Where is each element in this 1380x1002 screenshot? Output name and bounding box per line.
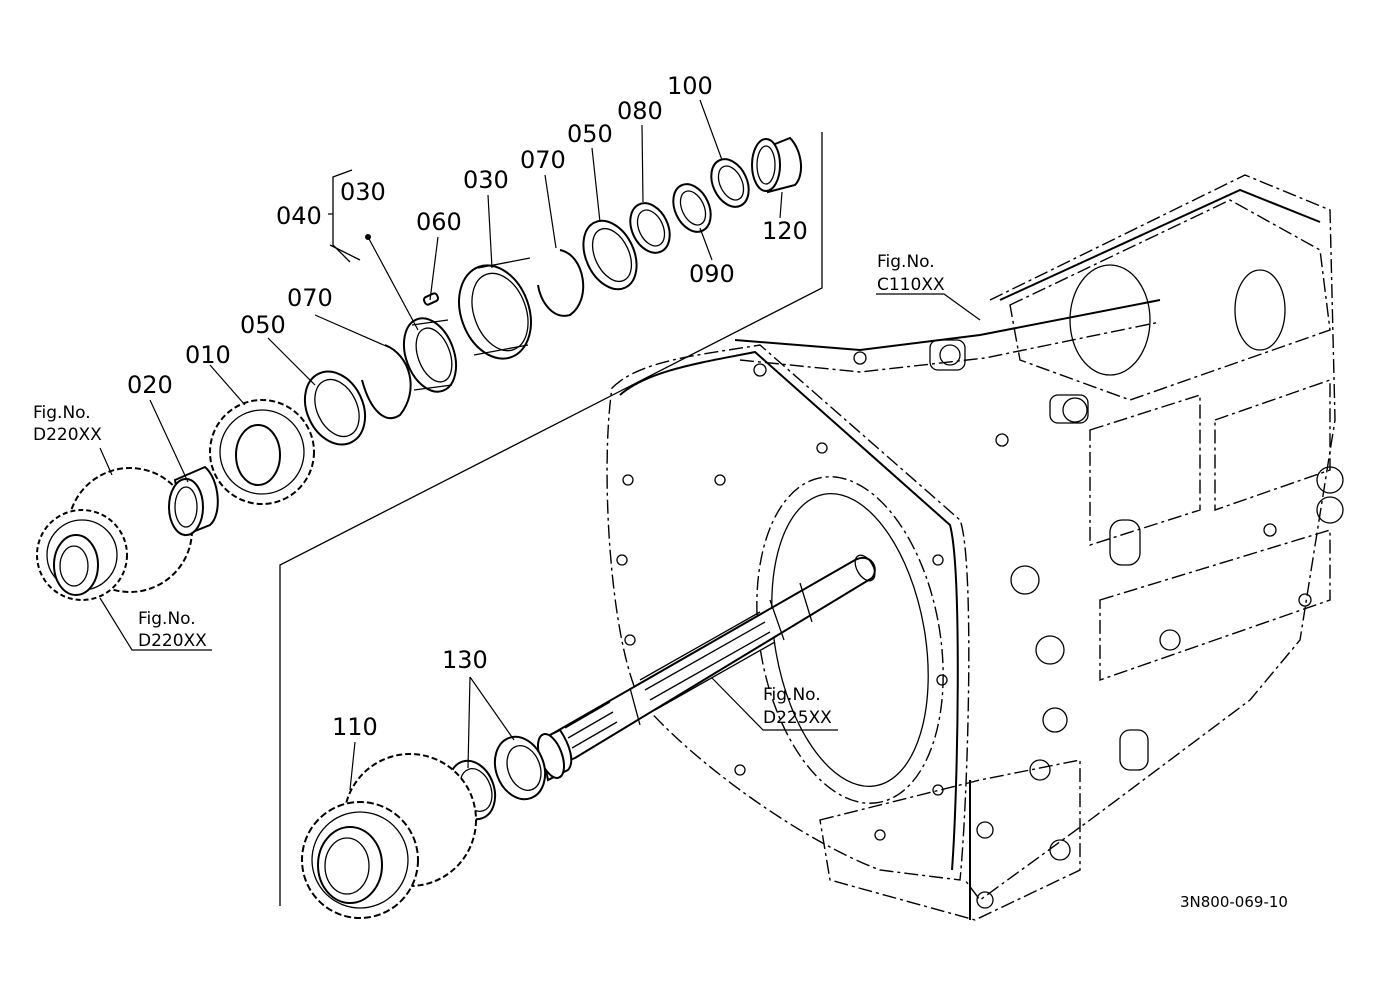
key-060 — [422, 292, 440, 306]
label-010: 010 — [185, 341, 231, 369]
fig-ref-shaft-line1: Fig.No. — [763, 685, 821, 705]
label-070-right: 070 — [520, 146, 566, 174]
ring-050-right — [582, 219, 638, 291]
label-100: 100 — [667, 72, 713, 100]
fig-ref-left-bottom-line1: Fig.No. — [138, 609, 196, 629]
washer-090 — [672, 183, 712, 233]
needle-bearing-020 — [168, 465, 219, 537]
label-090: 090 — [689, 260, 735, 288]
synchro-sleeve-030 — [458, 257, 532, 360]
label-070-left: 070 — [287, 284, 333, 312]
label-130: 130 — [442, 646, 488, 674]
fig-ref-housing-line1: Fig.No. — [877, 252, 935, 272]
label-030-upper: 030 — [340, 178, 386, 206]
synchro-hub-030 — [402, 317, 458, 393]
fig-ref-left-top-line2: D220XX — [33, 425, 102, 445]
drawing-code: 3N800-069-10 — [1180, 893, 1288, 911]
cluster-gear-110 — [301, 753, 477, 919]
reference-gear-assembly — [36, 467, 193, 601]
figure-reference-labels: Fig.No. D220XX Fig.No. D220XX Fig.No. C1… — [33, 252, 945, 728]
label-060: 060 — [416, 208, 462, 236]
leader-lines — [99, 99, 981, 791]
label-040: 040 — [276, 202, 322, 230]
label-110: 110 — [332, 713, 378, 741]
label-050-right: 050 — [567, 120, 613, 148]
snap-ring-070-right — [537, 249, 585, 317]
fig-ref-housing-line2: C110XX — [877, 275, 945, 295]
output-shaft — [543, 554, 876, 761]
washer-100 — [710, 158, 750, 208]
ring-050-left — [303, 370, 367, 446]
part-number-labels: 010 020 030 030 040 050 050 060 070 070 … — [127, 72, 808, 741]
housing-bolt-holes — [616, 344, 1344, 909]
gear-010 — [209, 399, 315, 505]
label-080: 080 — [617, 97, 663, 125]
fig-ref-shaft-line2: D225XX — [763, 708, 832, 728]
needle-bearing-120 — [751, 136, 802, 194]
fig-ref-left-bottom-line2: D220XX — [138, 631, 207, 651]
label-050-left: 050 — [240, 311, 286, 339]
transmission-housing — [606, 174, 1344, 921]
label-030: 030 — [463, 166, 509, 194]
label-020: 020 — [127, 371, 173, 399]
snap-ring-070-left — [361, 344, 412, 420]
label-120: 120 — [762, 217, 808, 245]
fig-ref-left-top-line1: Fig.No. — [33, 403, 91, 423]
washer-080 — [629, 202, 671, 254]
